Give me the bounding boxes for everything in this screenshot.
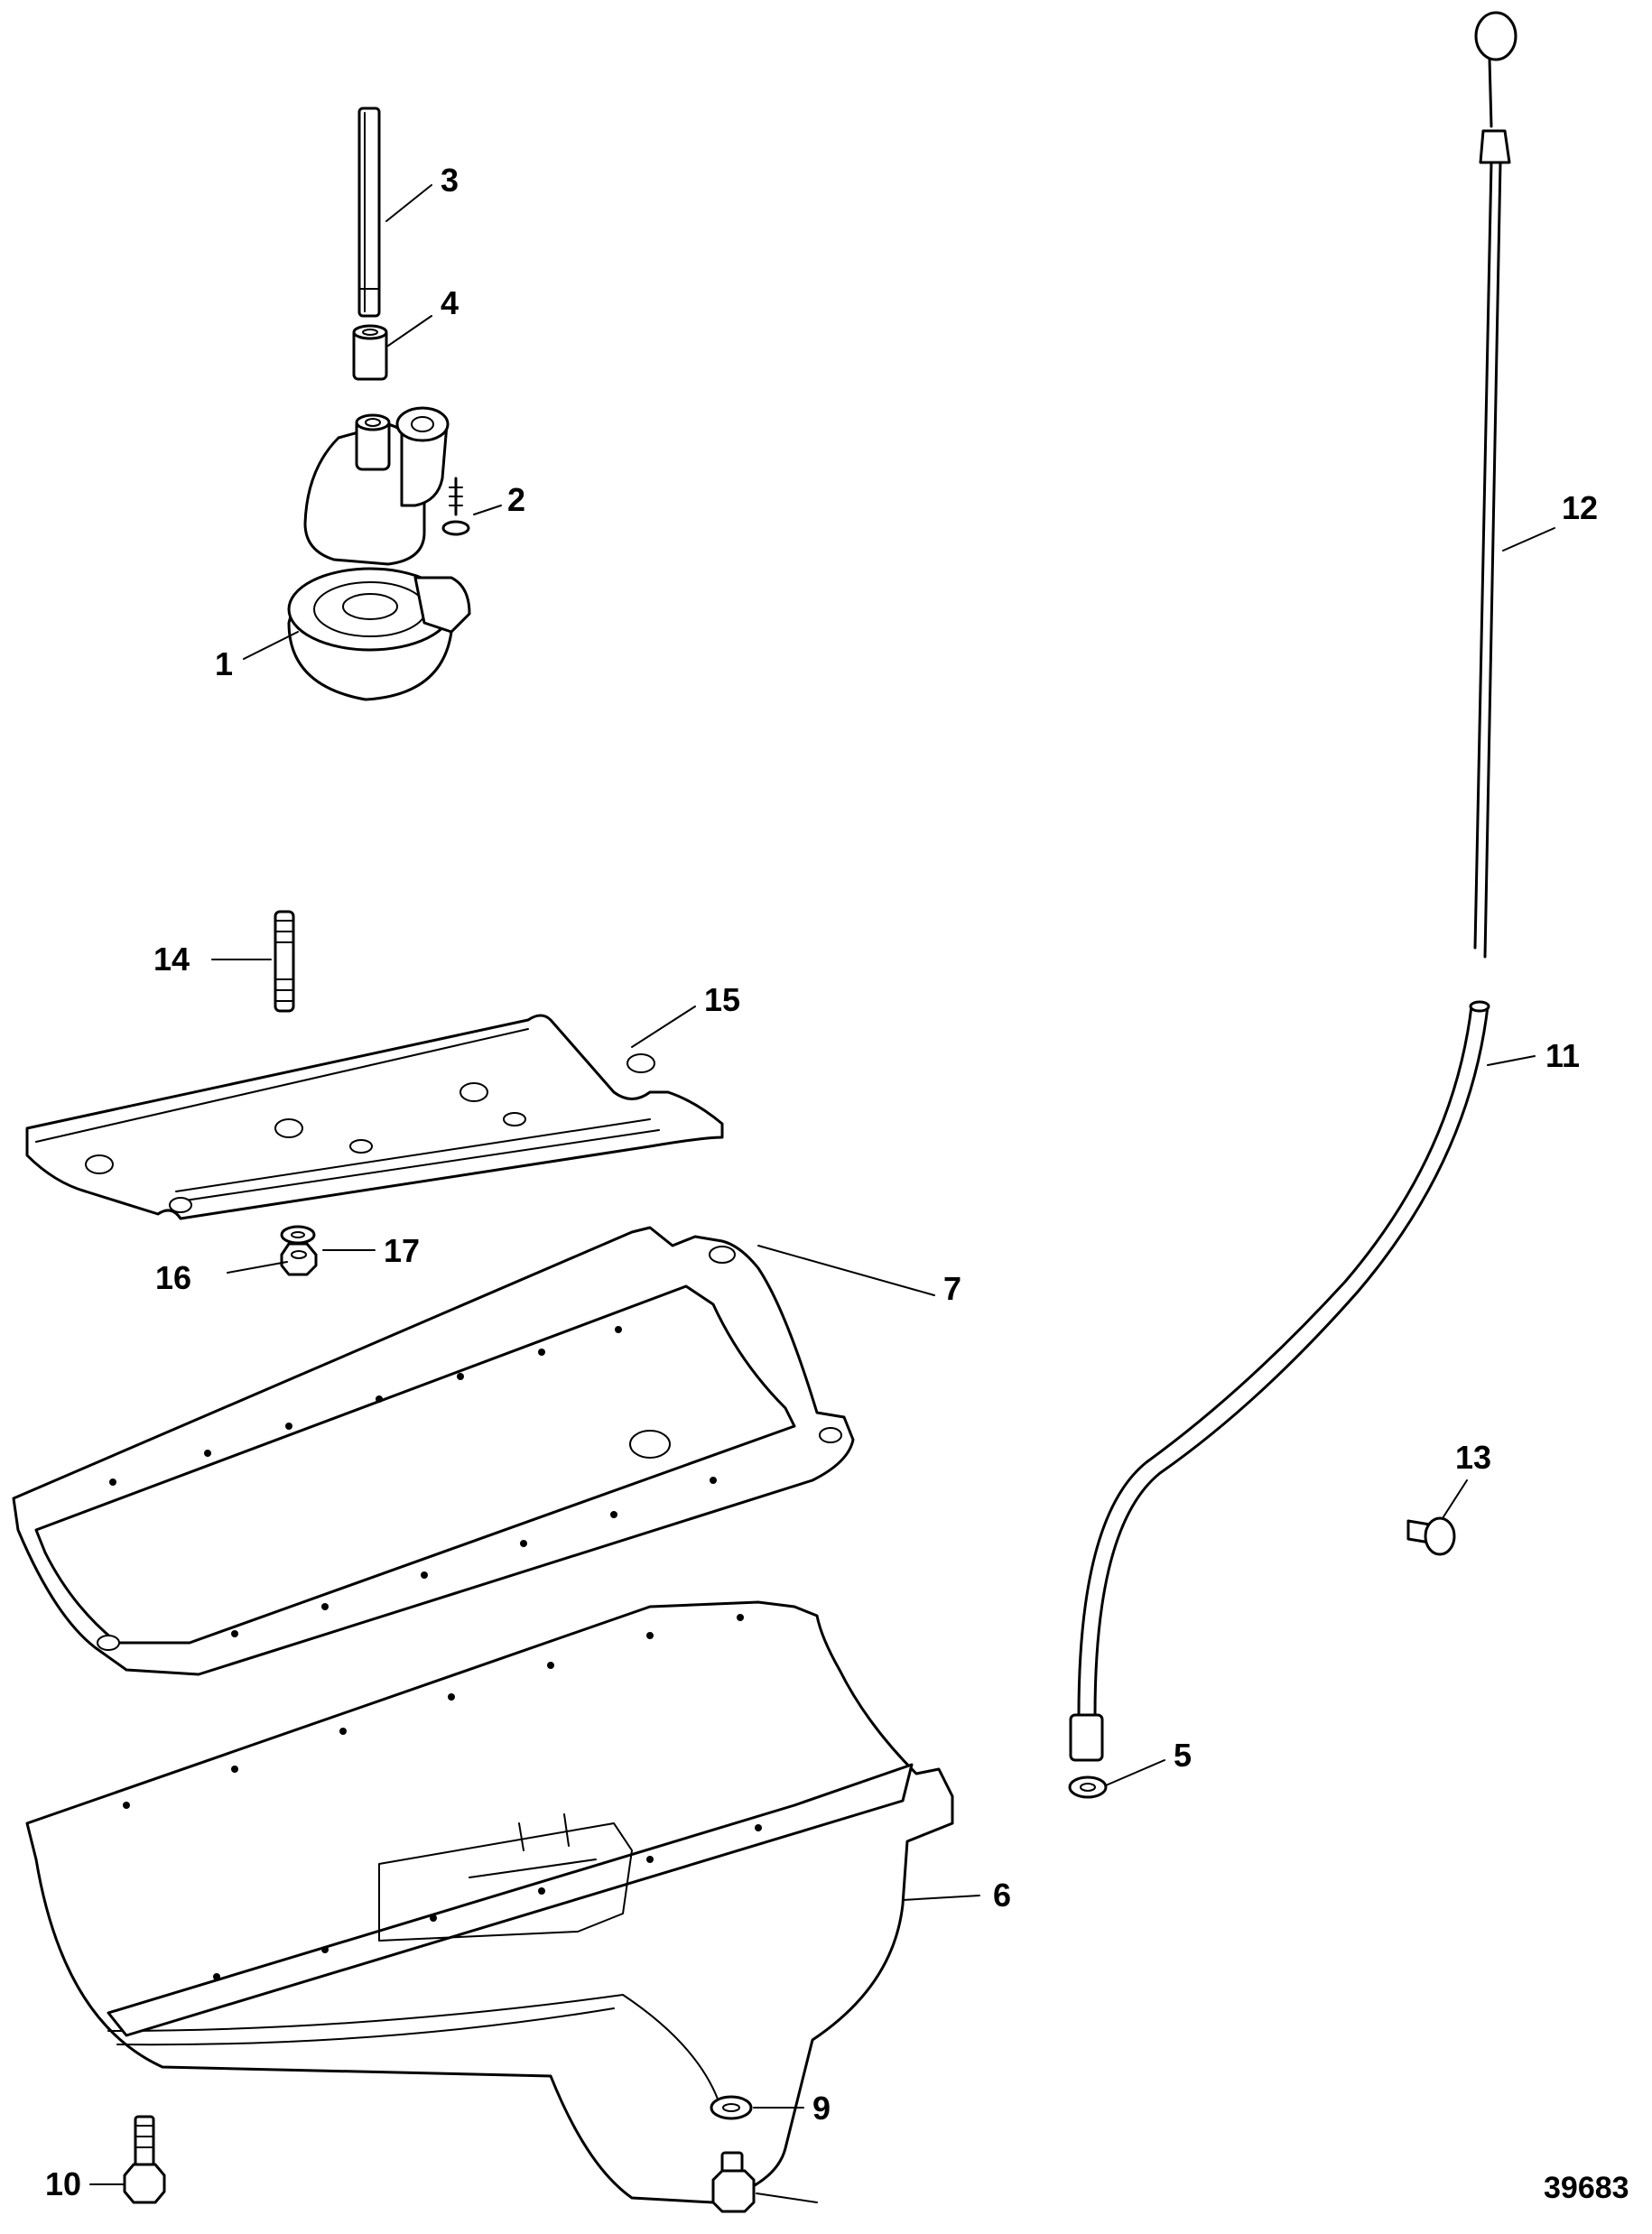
callout-6: 6: [993, 1877, 1011, 1914]
part-17-nut: [280, 1242, 318, 1276]
part-10-bolt: [123, 2115, 166, 2204]
part-9-drain-plug-gasket: [710, 2095, 753, 2120]
callout-2: 2: [507, 481, 525, 518]
drain-plug: [711, 2151, 756, 2213]
part-7-oil-pan-gasket: [12, 1226, 855, 1676]
callout-11: 11: [1545, 1037, 1580, 1074]
callout-4: 4: [441, 284, 459, 321]
callout-13: 13: [1455, 1439, 1491, 1476]
part-12-dipstick: [1473, 11, 1517, 959]
part-11-dipstick-tube: [1069, 1000, 1490, 1762]
figure-number: 39683: [1544, 2171, 1629, 2205]
part-14-stud: [274, 910, 295, 1013]
callout-10: 10: [45, 2165, 81, 2202]
callout-14: 14: [153, 941, 190, 978]
callout-9: 9: [812, 2090, 831, 2127]
part-2-screw: [441, 477, 470, 536]
callout-12: 12: [1562, 489, 1598, 526]
callout-7: 7: [943, 1270, 961, 1307]
part-3-pump-driveshaft: [357, 107, 381, 318]
part-4-coupling-sleeve: [352, 324, 388, 381]
part-5-washer: [1068, 1775, 1108, 1799]
leader-lines: [89, 184, 1555, 2203]
part-13-plug: [1406, 1516, 1456, 1556]
part-1-oil-pump: [287, 406, 471, 701]
callout-17: 17: [384, 1232, 420, 1269]
part-16-washer: [280, 1225, 316, 1245]
callout-3: 3: [441, 162, 459, 199]
callout-1: 1: [215, 645, 233, 682]
callout-5: 5: [1174, 1737, 1192, 1774]
callout-15: 15: [704, 981, 740, 1018]
part-15-windage-tray: [25, 1014, 724, 1220]
callout-16: 16: [155, 1259, 191, 1296]
part-6-oil-pan: [25, 1600, 954, 2204]
